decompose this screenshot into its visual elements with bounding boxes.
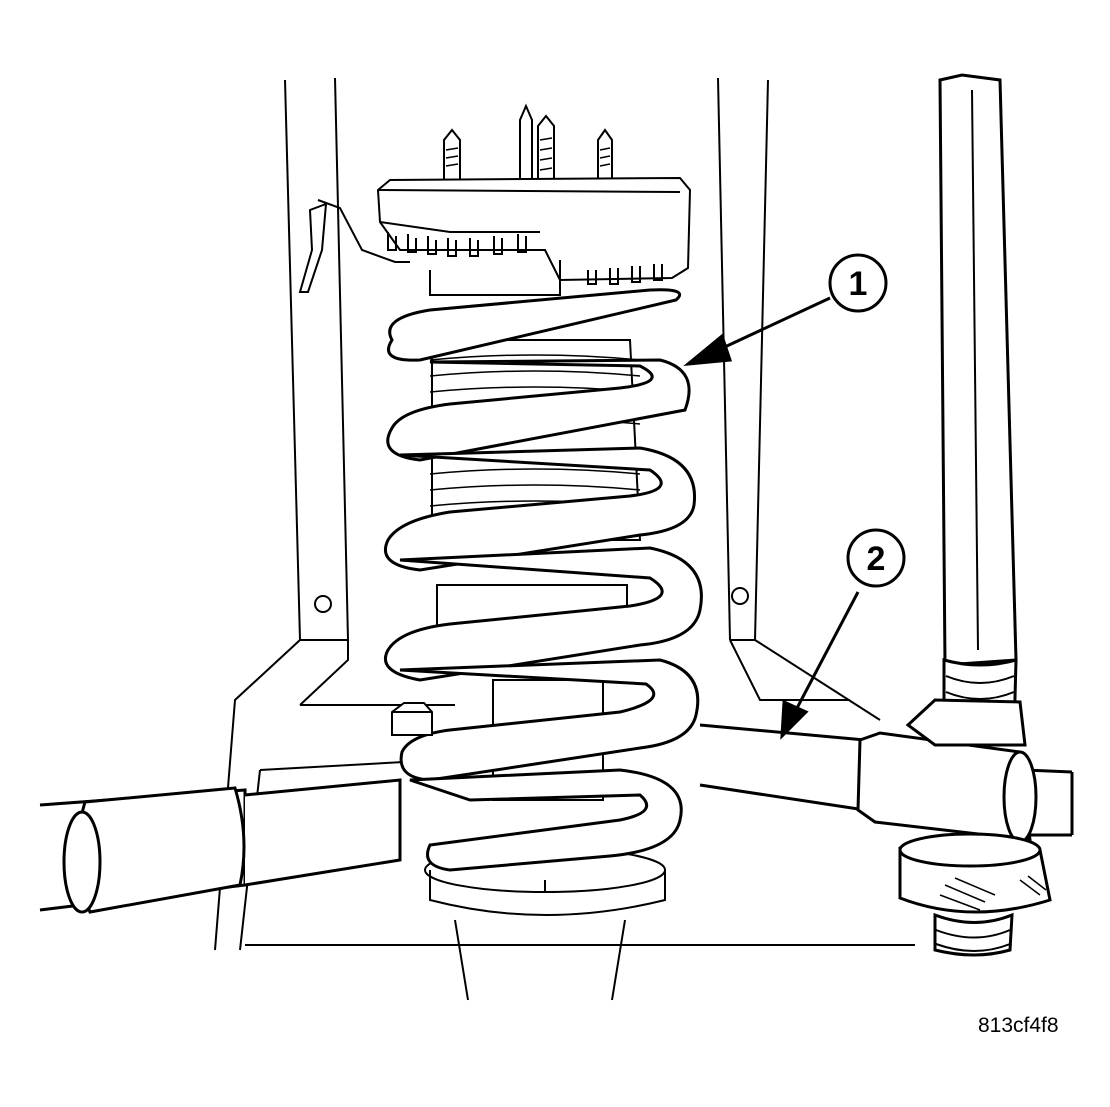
callout-1: 1: [828, 253, 888, 313]
callout-2-circle: [846, 528, 906, 588]
stabilizer-bar: [39, 723, 1074, 914]
leader-line-2: [794, 591, 860, 711]
callout-2: 2: [846, 528, 906, 588]
callout-1-circle: [828, 253, 888, 313]
leader-arrowhead-1: [683, 333, 733, 366]
figure-id: 813cf4f8: [978, 1014, 1059, 1037]
leader-arrowhead-2: [780, 699, 809, 740]
bar-bushing: [856, 731, 1038, 844]
callout-1-label: 1: [849, 265, 868, 303]
coil-spring: [384, 288, 703, 872]
callout-2-label: 2: [867, 540, 886, 578]
stabilizer-link: [898, 73, 1052, 957]
upper-mount: [298, 103, 692, 296]
hex-nut: [391, 702, 433, 736]
leader-line-1: [713, 296, 831, 354]
callout-leaders: [683, 296, 860, 740]
